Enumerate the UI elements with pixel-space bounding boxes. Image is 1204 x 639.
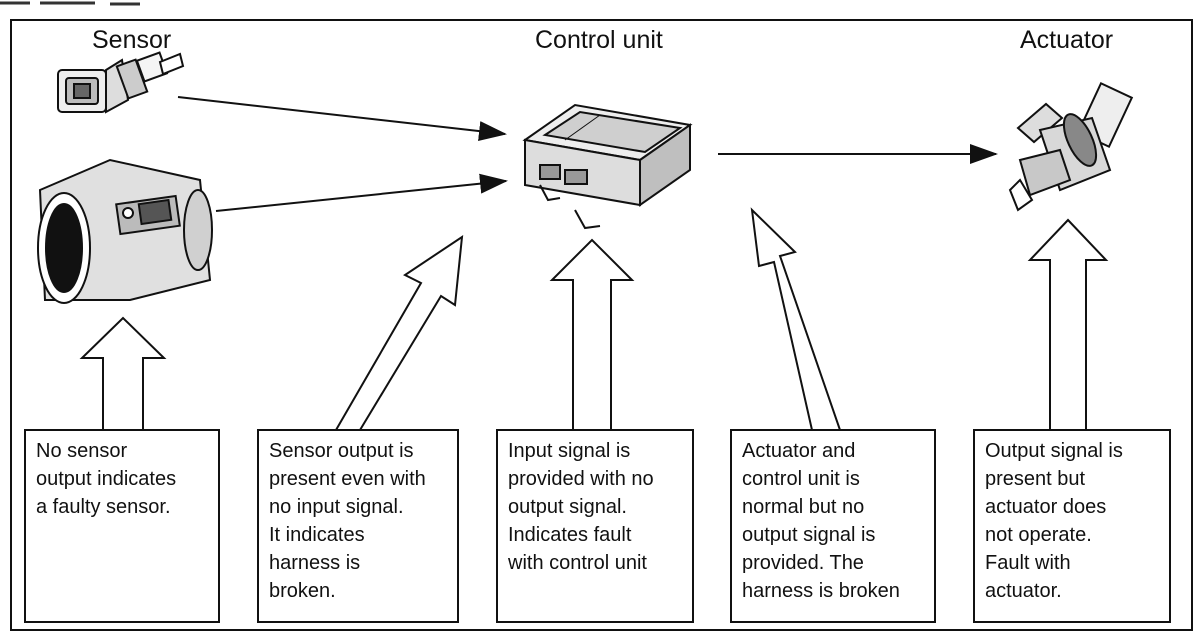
injector-actuator-icon (1008, 82, 1134, 212)
note-actuator-fault: Output signal is present but actuator do… (973, 429, 1171, 623)
air-flow-meter-icon (37, 158, 213, 304)
pointer-arrow-control-unit (549, 238, 635, 431)
note-harness-broken-input: Sensor output is present even with no in… (257, 429, 459, 623)
pointer-arrows (79, 207, 1109, 431)
sensor-to-control-arrow-bottom (215, 173, 508, 212)
temperature-sensor-icon (57, 51, 185, 114)
sensor-heading: Sensor (92, 26, 172, 54)
control-unit-icon (522, 103, 693, 230)
signal-arrows (177, 96, 998, 212)
note-faulty-sensor: No sensor output indicates a faulty sens… (24, 429, 220, 623)
pointer-arrow-sensor (79, 316, 167, 431)
actuator-heading: Actuator (1020, 26, 1114, 54)
sensor-to-control-arrow-top (177, 96, 507, 142)
pointer-arrow-input-harness (334, 234, 464, 431)
note-harness-broken-output: Actuator and control unit is normal but … (730, 429, 936, 623)
note-control-unit-fault: Input signal is provided with no output … (496, 429, 694, 623)
top-edge-marks (0, 1, 140, 6)
pointer-arrow-actuator (1027, 218, 1109, 431)
pointer-arrow-output-harness (750, 207, 842, 431)
control-unit-heading: Control unit (535, 26, 663, 54)
diagram-frame (10, 19, 1193, 631)
